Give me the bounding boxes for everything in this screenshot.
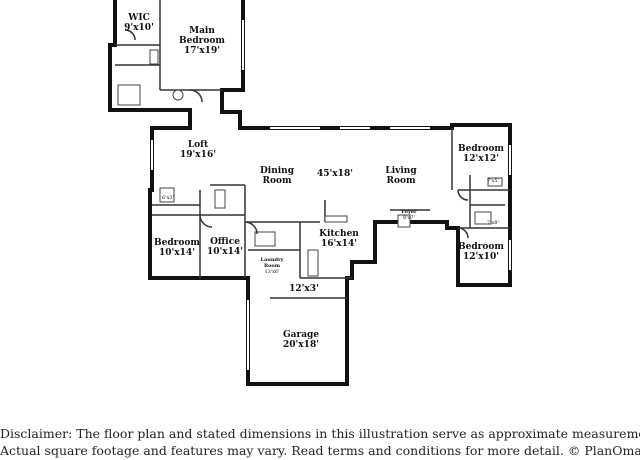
loft-dim: 19'x16' bbox=[180, 150, 216, 160]
bath-se-dim: 7'x8' bbox=[487, 220, 499, 226]
main-bedroom-name-1: Main bbox=[189, 26, 215, 36]
kitchen-dim: 16'x14' bbox=[321, 239, 357, 249]
bedroom-w-dim: 10'x14' bbox=[159, 248, 195, 258]
laundry-dim: 13'x6' bbox=[264, 269, 279, 275]
windows bbox=[151, 20, 511, 370]
bedroom-se-name: Bedroom bbox=[458, 242, 504, 252]
closet-w-dim: 6'x3' bbox=[162, 195, 174, 201]
bedroom-w-name: Bedroom bbox=[154, 238, 200, 248]
office-name: Office bbox=[210, 237, 240, 247]
room-labels: WIC 9'x10' Main Bedroom 17'x19' Loft 19'… bbox=[124, 13, 504, 350]
floor-plan-drawing: WIC 9'x10' Main Bedroom 17'x19' Loft 19'… bbox=[108, 0, 512, 386]
kitchen-name: Kitchen bbox=[319, 229, 359, 239]
bath-ne-dim: 7'x5' bbox=[487, 178, 499, 184]
main-bedroom-name-2: Bedroom bbox=[179, 36, 225, 46]
great-room-dim: 45'x18' bbox=[317, 169, 353, 179]
loft-name: Loft bbox=[188, 140, 209, 150]
bedroom-ne-name: Bedroom bbox=[458, 144, 504, 154]
dining-name-2: Room bbox=[262, 176, 291, 186]
laundry-name-1: Laundry bbox=[260, 257, 284, 263]
garage-name: Garage bbox=[283, 330, 319, 340]
main-bedroom-dim: 17'x19' bbox=[184, 46, 220, 56]
wic-dim: 9'x10' bbox=[124, 23, 154, 33]
living-name-1: Living bbox=[385, 166, 417, 176]
hall-dim: 12'x3' bbox=[289, 284, 319, 294]
foyer-name: Foyer bbox=[401, 209, 417, 215]
fixtures bbox=[117, 49, 503, 277]
garage-dim: 20'x18' bbox=[283, 340, 319, 350]
floor-plan: WIC 9'x10' Main Bedroom 17'x19' Loft 19'… bbox=[108, 0, 512, 386]
doors bbox=[124, 29, 469, 239]
bedroom-se-dim: 12'x10' bbox=[463, 252, 499, 262]
disclaimer-line-1: Disclaimer: The floor plan and stated di… bbox=[0, 426, 640, 441]
foyer-dim: 8'x7' bbox=[403, 215, 415, 221]
office-dim: 10'x14' bbox=[207, 247, 243, 257]
wic-name: WIC bbox=[127, 13, 149, 23]
living-name-2: Room bbox=[386, 176, 415, 186]
disclaimer-line-2: Actual square footage and features may v… bbox=[0, 443, 640, 458]
disclaimer: Disclaimer: The floor plan and stated di… bbox=[0, 425, 640, 459]
interior-walls bbox=[115, 0, 510, 299]
dining-name-1: Dining bbox=[260, 166, 295, 176]
bedroom-ne-dim: 12'x12' bbox=[463, 154, 499, 164]
laundry-name-2: Room bbox=[264, 263, 281, 269]
